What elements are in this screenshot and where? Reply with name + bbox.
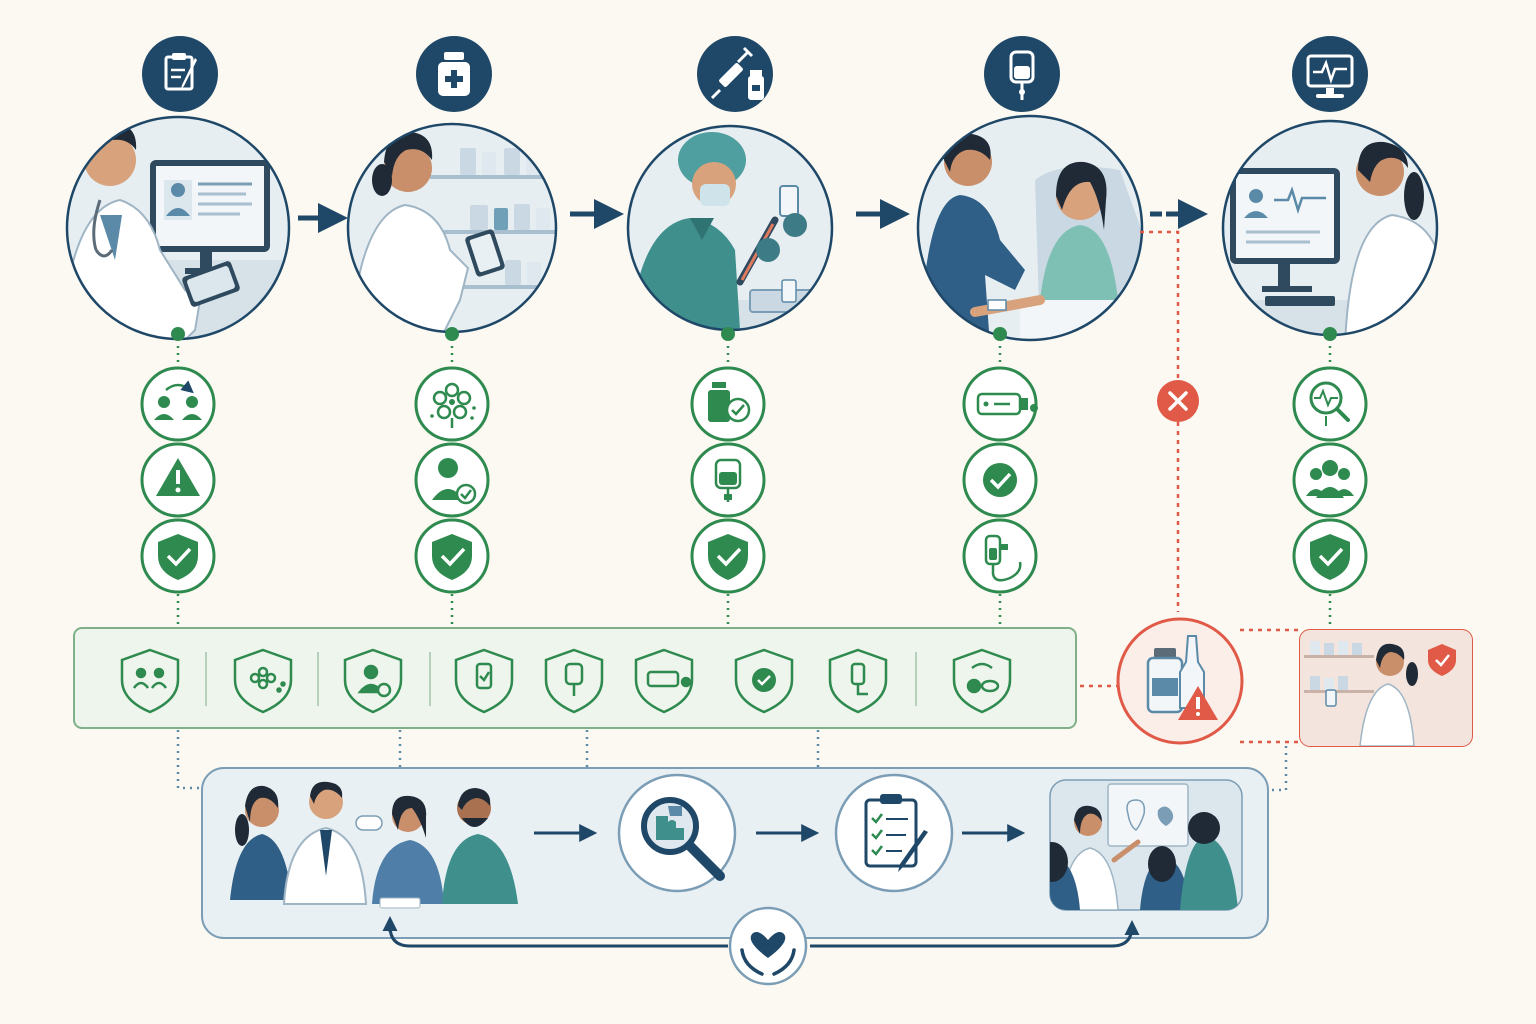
- wristband-scan-icon[interactable]: [962, 366, 1038, 442]
- monitor-magnifier-icon[interactable]: [1292, 366, 1368, 442]
- patient-verified-icon[interactable]: [414, 442, 490, 518]
- check-column-prescribing: [140, 366, 216, 594]
- shield-check-icon[interactable]: [1292, 518, 1368, 594]
- shield-check-icon[interactable]: [140, 518, 216, 594]
- stage-badge-administration[interactable]: [984, 36, 1060, 112]
- team-discussion[interactable]: [230, 781, 518, 909]
- shield-check-icon[interactable]: [690, 518, 766, 594]
- team-icon[interactable]: [1292, 442, 1368, 518]
- shield-infusion-icon[interactable]: [828, 648, 888, 714]
- heart-monitor-icon: [1306, 54, 1354, 98]
- hands-heart-icon[interactable]: [728, 906, 808, 986]
- learning-loop-connectors: [176, 730, 1288, 792]
- scene-clinician-viewing-monitor[interactable]: [1221, 119, 1445, 350]
- stage-badge-monitoring[interactable]: [1292, 36, 1368, 112]
- vial-warning-icon[interactable]: [1116, 617, 1244, 745]
- scene-nurse-drawing-syringe[interactable]: [620, 124, 860, 340]
- syringe-vial-icon: [710, 46, 764, 100]
- learning-loop-panel: [201, 767, 1269, 939]
- shield-vial-icon[interactable]: [454, 648, 514, 714]
- check-column-connectors: [176, 346, 1332, 626]
- clipboard-pen-icon: [164, 53, 197, 91]
- check-column-administration: [962, 366, 1038, 594]
- scene-doctor-at-computer[interactable]: [60, 115, 300, 350]
- stage-badge-prescribing[interactable]: [142, 36, 218, 112]
- warning-triangle-icon[interactable]: [140, 442, 216, 518]
- error-path: [1080, 230, 1300, 744]
- stage-badge-preparation[interactable]: [697, 36, 773, 112]
- check-column-preparation: [690, 366, 766, 594]
- shield-iv-bag-icon[interactable]: [544, 648, 604, 714]
- allergy-flower-icon[interactable]: [414, 366, 490, 442]
- patient-handoff-icon[interactable]: [140, 366, 216, 442]
- shield-check-icon[interactable]: [414, 518, 490, 594]
- feedback-loop: [382, 916, 1140, 948]
- check-column-dispensing: [414, 366, 490, 594]
- shield-wristband-icon[interactable]: [634, 648, 694, 714]
- check-circle-icon[interactable]: [962, 442, 1038, 518]
- safeguards-bar: [73, 627, 1077, 729]
- shield-check-icon: [1428, 644, 1456, 676]
- infusion-pump-icon[interactable]: [962, 518, 1038, 594]
- vial-check-icon[interactable]: [690, 366, 766, 442]
- action-plan-clipboard-icon[interactable]: [834, 773, 954, 893]
- iv-drip-icon: [1009, 50, 1035, 100]
- shield-patient-icon[interactable]: [343, 648, 403, 714]
- iv-bag-icon[interactable]: [690, 442, 766, 518]
- interception-panel[interactable]: [1299, 629, 1473, 747]
- root-cause-magnifier-icon[interactable]: [617, 773, 737, 893]
- flow-arrows: [298, 199, 1208, 233]
- scene-nurse-with-patient[interactable]: [916, 114, 1150, 345]
- shield-team-icon[interactable]: [120, 648, 180, 714]
- shield-allergy-icon[interactable]: [233, 648, 293, 714]
- check-column-monitoring: [1292, 366, 1368, 594]
- scene-pharmacist-with-tablet[interactable]: [346, 122, 570, 340]
- shield-pills-icon[interactable]: [952, 648, 1012, 714]
- check-column-anchors: [171, 327, 1337, 341]
- stage-badge-dispensing[interactable]: [416, 36, 492, 112]
- error-x-icon[interactable]: [1157, 380, 1199, 422]
- team-presentation[interactable]: [1030, 779, 1243, 911]
- medicine-bottle-icon: [438, 52, 470, 96]
- shield-check-icon[interactable]: [734, 648, 794, 714]
